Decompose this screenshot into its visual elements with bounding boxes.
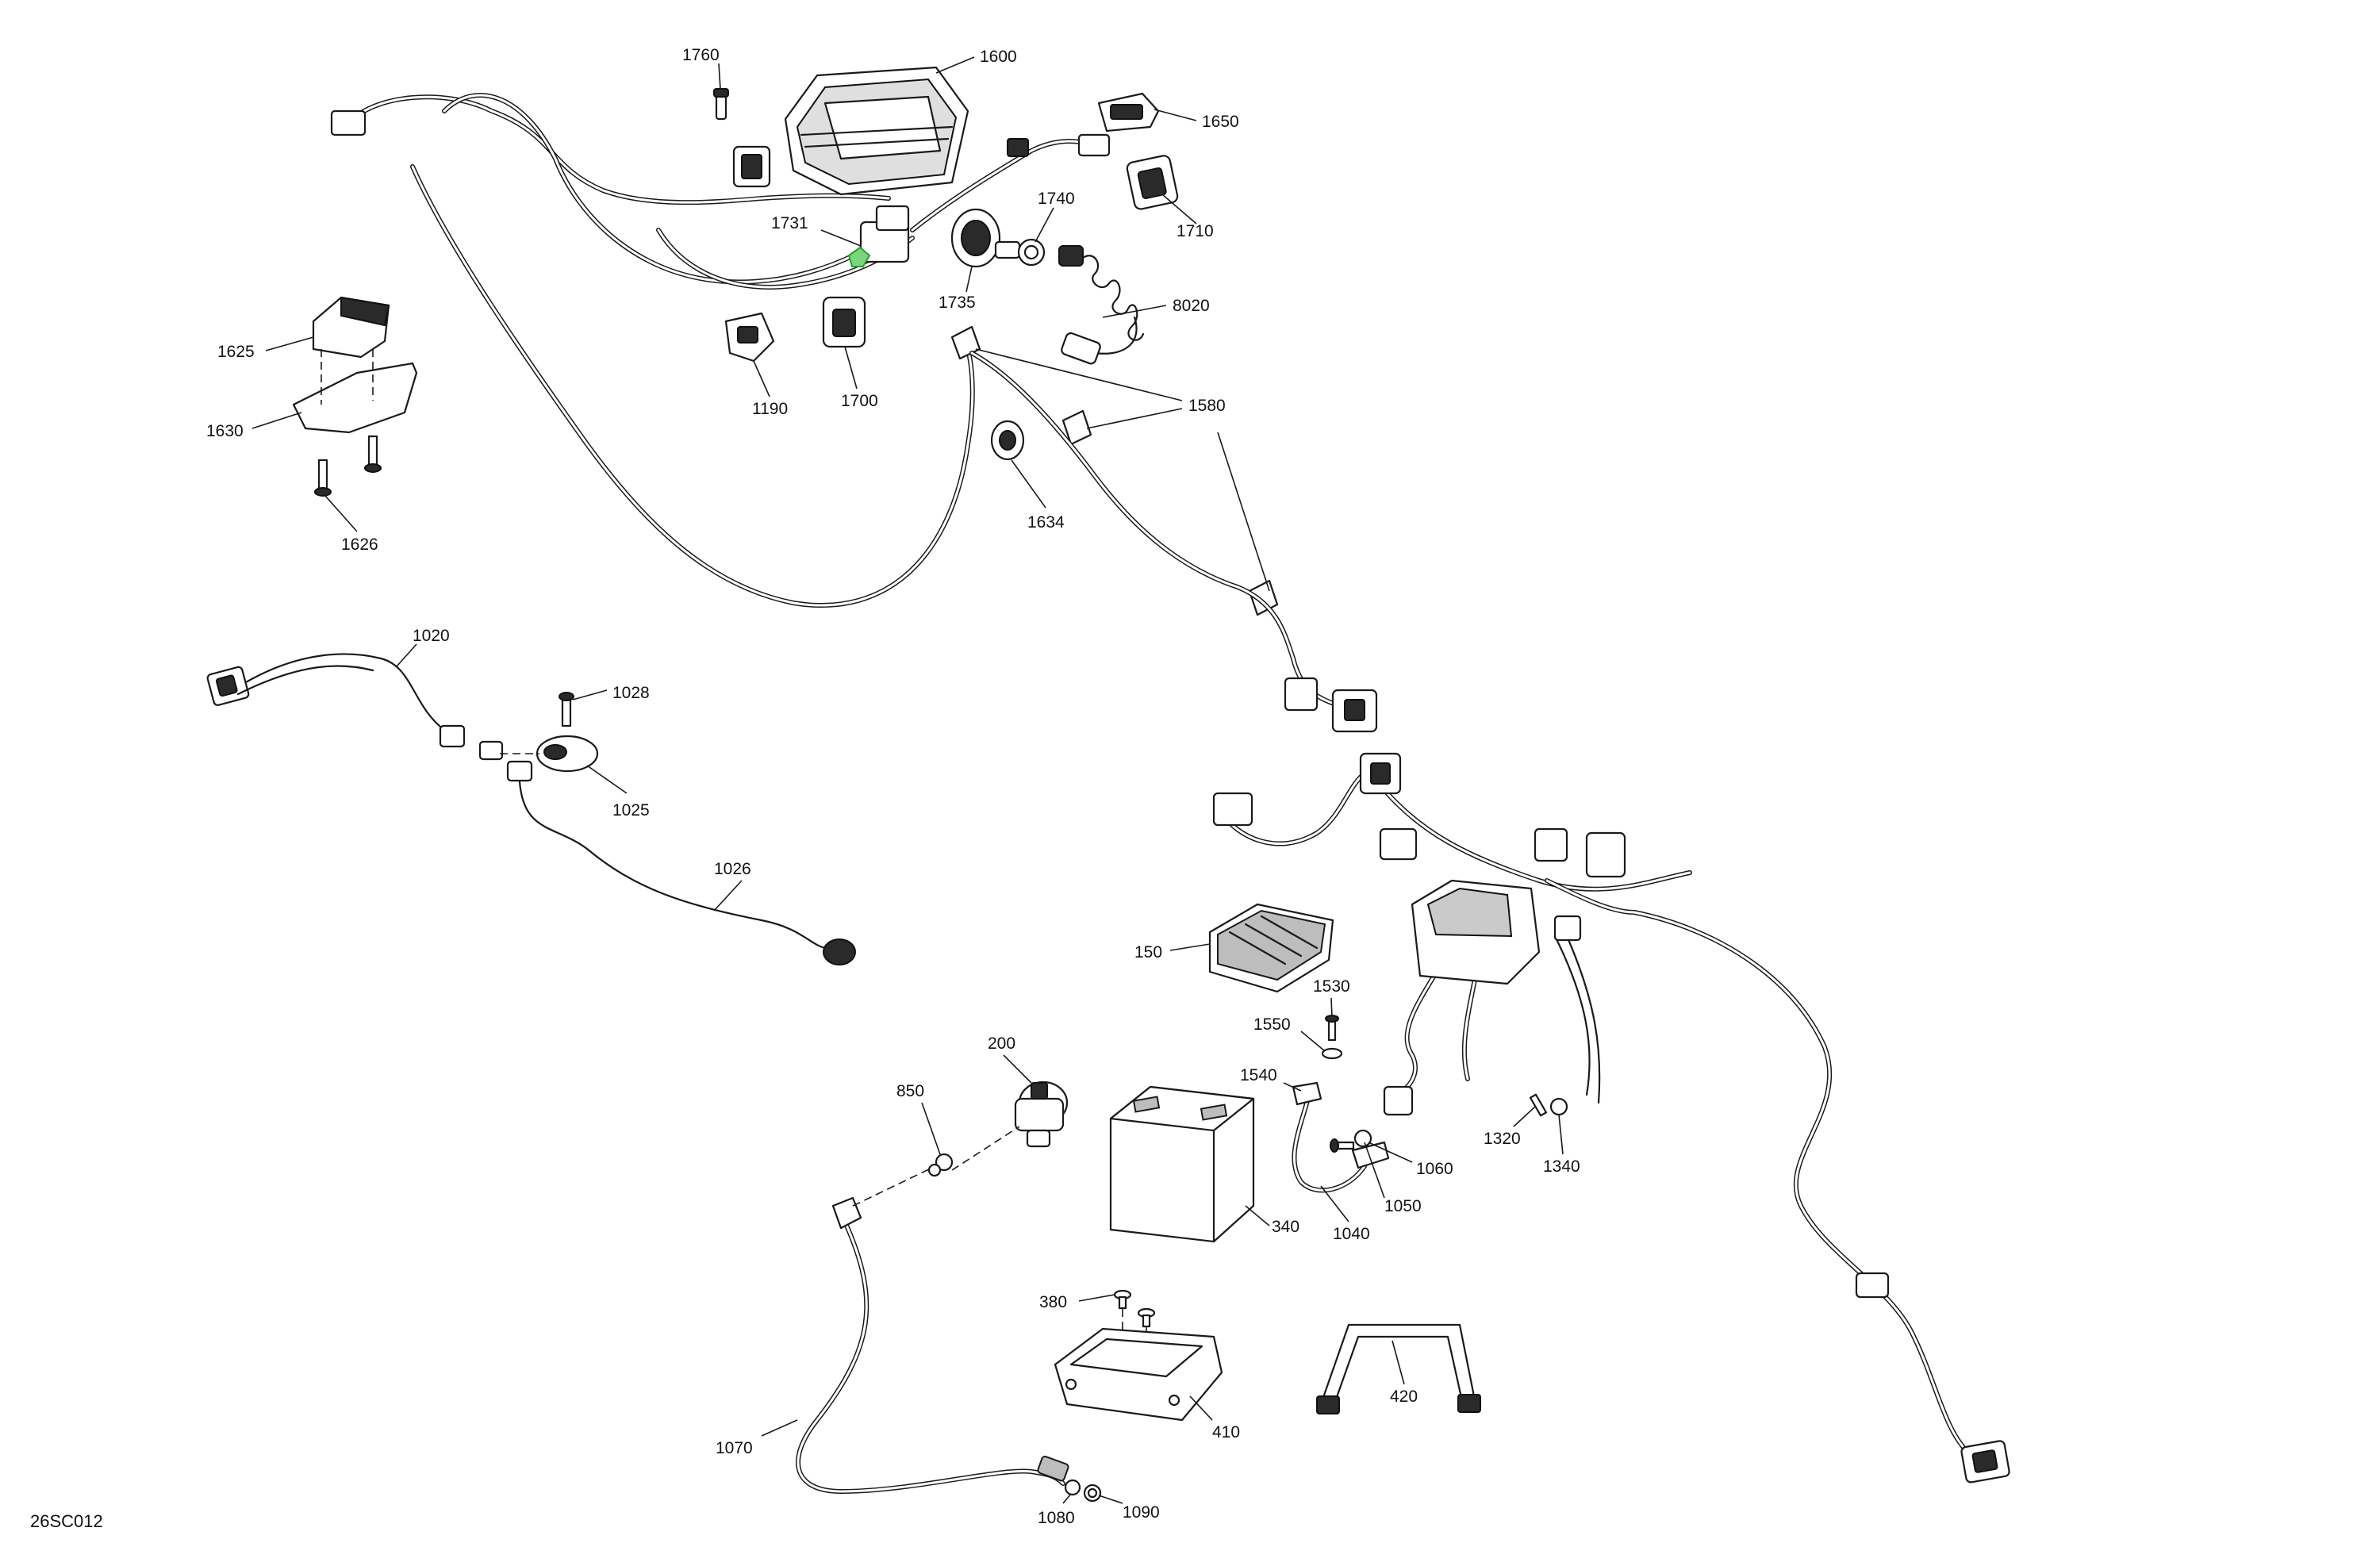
callout-1634: 1634: [1027, 513, 1065, 532]
sensor-harness-1020: [206, 653, 504, 761]
connector-1731: [847, 205, 910, 267]
upper-wire-harness: [330, 93, 1111, 608]
callout-1600: 1600: [980, 48, 1017, 66]
callout-200: 200: [988, 1034, 1015, 1053]
callout-1340: 1340: [1543, 1157, 1580, 1176]
callout-420: 420: [1390, 1388, 1418, 1406]
battery-tray-410: [1054, 1327, 1223, 1422]
voltage-regulator-150: [1208, 903, 1334, 993]
callout-1530: 1530: [1313, 977, 1350, 996]
speed-sensor-1025: [500, 735, 599, 773]
connector-1650: [1097, 92, 1160, 132]
bracket-1630: [292, 349, 418, 434]
grommet-1634: [990, 420, 1025, 461]
instrument-cluster-1600: [784, 66, 969, 196]
switch-1700: [822, 296, 866, 348]
callout-850: 850: [896, 1082, 924, 1100]
callout-1740: 1740: [1038, 190, 1075, 208]
sensor-cable-1026: [506, 760, 856, 965]
nut-1080: [1064, 1479, 1081, 1496]
callout-380: 380: [1039, 1293, 1067, 1311]
battery-strap-420: [1316, 1323, 1481, 1414]
connector-plug: [1077, 133, 1111, 157]
callout-8020: 8020: [1173, 297, 1210, 315]
callout-1700: 1700: [841, 392, 878, 410]
connector-plug: [1007, 138, 1029, 157]
leader-lines: [251, 56, 1564, 1504]
callout-1060: 1060: [1416, 1160, 1453, 1178]
callout-1080: 1080: [1038, 1509, 1075, 1527]
switch-1710: [1126, 155, 1179, 210]
middle-wire-harness: [969, 351, 1378, 733]
drawing-code: 26SC012: [30, 1511, 103, 1531]
nut-1340: [1549, 1097, 1568, 1116]
callout-1626: 1626: [341, 535, 378, 554]
nut-850: [927, 1153, 954, 1177]
callout-340: 340: [1272, 1218, 1299, 1236]
nut-1050: [1353, 1129, 1372, 1148]
connector-1190: [724, 312, 775, 363]
clip-1580: [950, 325, 1279, 616]
callout-1070: 1070: [716, 1439, 753, 1457]
highlight-marker: [847, 246, 871, 267]
callout-1050: 1050: [1384, 1197, 1422, 1215]
solenoid-200: [951, 1080, 1069, 1171]
callout-1625: 1625: [217, 343, 255, 361]
nut-1740: [1017, 238, 1046, 267]
key-coil-8020: [1058, 245, 1145, 365]
callout-1650: 1650: [1202, 113, 1239, 131]
callout-150: 150: [1134, 943, 1162, 961]
nut-1090: [1083, 1484, 1102, 1503]
screw-1530: [1325, 1015, 1339, 1042]
callout-1020: 1020: [413, 627, 450, 645]
callout-1090: 1090: [1123, 1503, 1160, 1522]
callout-1731: 1731: [771, 214, 808, 232]
washer-1550: [1321, 1047, 1343, 1060]
screw-1060: [1330, 1138, 1355, 1153]
callout-1040: 1040: [1333, 1225, 1370, 1243]
callout-1026: 1026: [714, 860, 751, 878]
callout-1540: 1540: [1240, 1066, 1277, 1084]
battery-cable-1070: [796, 1167, 1069, 1494]
screw-1028: [559, 692, 574, 727]
callout-1630: 1630: [206, 422, 244, 440]
screw-1320: [1529, 1093, 1548, 1117]
callout-1580: 1580: [1188, 397, 1226, 415]
callout-1710: 1710: [1177, 222, 1214, 240]
callout-1320: 1320: [1484, 1130, 1521, 1148]
callout-1028: 1028: [612, 684, 650, 702]
callout-labels: 1760 1600 1650 1710 1740 1731 1735 8020 …: [206, 46, 1580, 1527]
callout-1550: 1550: [1253, 1015, 1291, 1034]
callout-1025: 1025: [612, 801, 650, 819]
screw-1626: [314, 435, 382, 497]
callout-1760: 1760: [682, 46, 720, 64]
callout-1190: 1190: [752, 400, 788, 418]
connector-plug: [330, 109, 367, 136]
main-wire-harness: [1212, 752, 2010, 1484]
screw-1760: [713, 88, 771, 188]
ground-cable-1040: [1292, 1081, 1390, 1193]
module-1625: [312, 296, 390, 359]
callout-1735: 1735: [939, 294, 976, 312]
battery-340: [1109, 1085, 1255, 1243]
ignition-switch-1735: [950, 208, 1021, 268]
callout-410: 410: [1212, 1423, 1240, 1441]
